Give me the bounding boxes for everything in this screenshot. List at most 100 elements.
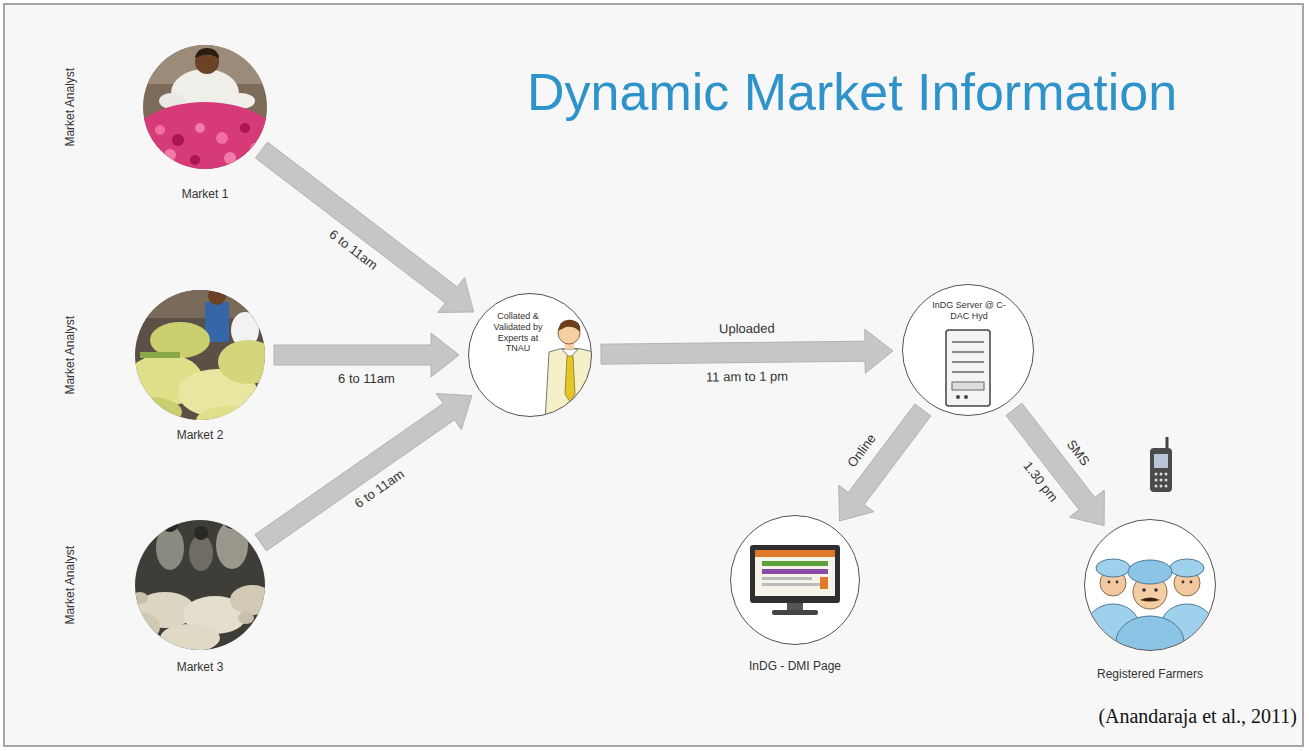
farmer-figures <box>1096 559 1130 577</box>
monitor-icon <box>755 550 835 596</box>
farmer-figures <box>1190 581 1193 584</box>
market-photo <box>146 144 154 152</box>
server-icon <box>952 371 984 373</box>
market-photo <box>195 123 205 133</box>
farmer-figures <box>1116 616 1184 668</box>
farmer-figures <box>1170 559 1204 577</box>
circle-ground <box>731 516 859 644</box>
server-icon <box>952 351 984 353</box>
phone-icon <box>1160 473 1163 476</box>
monitor-icon <box>762 561 828 566</box>
phone-icon <box>1155 485 1158 488</box>
arrow-label: Online <box>845 431 880 470</box>
node-caption: Registered Farmers <box>1097 667 1203 681</box>
farmer-figures <box>1182 581 1185 584</box>
phone-icon <box>1165 473 1168 476</box>
farmer-figures <box>1128 560 1172 584</box>
phone-icon <box>1160 479 1163 482</box>
market-photo <box>132 592 148 604</box>
market-photo <box>238 612 254 624</box>
expert-figure <box>558 320 580 332</box>
picture-node: Registered Farmers <box>1084 519 1216 681</box>
market-photo <box>190 155 200 165</box>
node-text-block: InDG Server @ C-DAC Hyd <box>927 300 1011 322</box>
market-photo <box>240 123 250 133</box>
node-caption: Market 1 <box>182 187 229 201</box>
server-icon <box>952 361 984 363</box>
market-photo <box>118 397 182 427</box>
phone-icon <box>1154 454 1168 468</box>
block-arrow <box>274 333 459 377</box>
market-photo <box>123 42 287 202</box>
photo-circle <box>135 290 265 420</box>
phone-icon <box>1155 473 1158 476</box>
market-photo <box>172 134 184 146</box>
market-photo <box>156 526 184 570</box>
monitor-icon <box>750 545 840 615</box>
market-photo <box>250 143 260 153</box>
server-icon <box>964 395 968 399</box>
node-text: Collated & Validated by Experts at TNAU <box>489 311 547 354</box>
market-photo <box>230 585 274 615</box>
circle-node: InDG Server @ C-DAC Hyd <box>902 284 1034 416</box>
vertical-label: Market Analyst <box>63 546 77 625</box>
market-photo <box>194 526 208 540</box>
diagram-title: Dynamic Market Information <box>527 64 1177 121</box>
market-photo <box>195 48 219 59</box>
phone-icon <box>1150 437 1172 492</box>
farmer-figures <box>1154 588 1158 592</box>
picture-node: Market 1 <box>143 45 267 201</box>
market-photo <box>133 518 267 652</box>
server-icon <box>956 395 960 399</box>
circle-ground <box>469 294 591 416</box>
market-photo <box>189 535 213 571</box>
block-arrow <box>1006 403 1104 526</box>
market-photo <box>223 511 241 529</box>
source-caption: (Anandaraja et al., 2011) <box>1098 704 1297 728</box>
arrow-label: Uploaded <box>719 321 775 337</box>
block-arrow <box>255 394 472 551</box>
circle-node: Collated & Validated by Experts at TNAU <box>468 293 592 417</box>
market-photo <box>155 125 165 135</box>
block-arrow <box>839 404 931 521</box>
monitor-icon <box>787 603 803 610</box>
server-icon <box>952 382 984 390</box>
phone-icon <box>1165 485 1168 488</box>
monitor-icon <box>762 577 812 580</box>
block-arrow <box>255 394 472 551</box>
phone-icon <box>1165 479 1168 482</box>
arrow-label: SMS <box>1063 437 1093 469</box>
node-text: InDG Server @ C-DAC Hyd <box>927 300 1011 322</box>
block-arrow <box>255 142 473 312</box>
market-photo <box>118 287 278 434</box>
farmer-figures <box>1116 581 1119 584</box>
market-photo <box>208 287 226 305</box>
monitor-icon <box>772 610 818 615</box>
monitor-icon <box>820 577 828 589</box>
phone-icon <box>1155 479 1158 482</box>
server-icon <box>952 341 984 343</box>
phone-icon <box>1166 437 1169 449</box>
picture-node: Market 2 <box>135 290 265 442</box>
node-caption: Market 3 <box>177 660 224 674</box>
monitor-icon <box>762 583 820 586</box>
market-photo <box>140 352 180 358</box>
monitor-icon <box>755 550 835 557</box>
node-caption: InDG - DMI Page <box>749 659 841 673</box>
monitor-icon <box>750 545 840 603</box>
picture-node: InDG - DMI Page <box>730 515 860 673</box>
expert-figure <box>545 348 597 422</box>
market-photo <box>162 516 178 532</box>
market-photo <box>216 132 228 144</box>
photo-circle <box>730 515 860 645</box>
phone-icon <box>1160 485 1163 488</box>
expert-figure <box>565 356 575 402</box>
block-arrow <box>255 142 473 312</box>
block-arrow <box>274 333 459 377</box>
circle-ground <box>903 285 1033 415</box>
monitor-icon <box>762 569 828 574</box>
server-icon <box>946 330 990 406</box>
phone-icon <box>1150 448 1172 492</box>
vertical-label: Market Analyst <box>63 316 77 395</box>
